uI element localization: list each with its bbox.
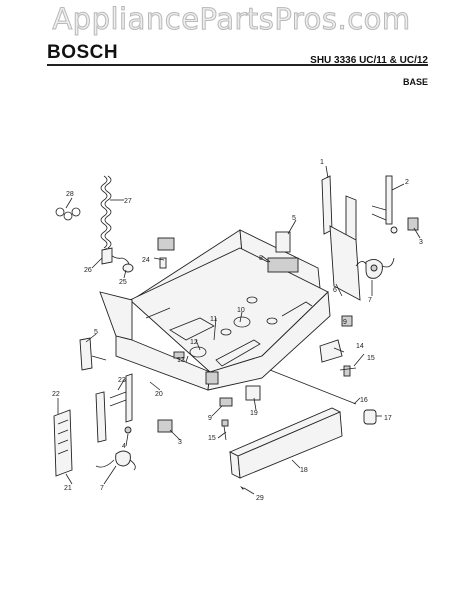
callout-9: 9 — [208, 415, 212, 422]
base-tub — [99, 229, 331, 391]
lower-right-parts — [79, 231, 377, 479]
callout-2: 2 — [405, 179, 409, 186]
callout-23: 23 — [118, 377, 126, 384]
callout-15: 15 — [367, 355, 375, 362]
callout-3: 3 — [178, 439, 182, 446]
callout-26: 26 — [84, 267, 92, 274]
hose-assembly — [55, 175, 175, 273]
callout-12: 12 — [190, 339, 198, 346]
callout-22: 22 — [52, 391, 60, 398]
callout-6: 6 — [333, 287, 337, 294]
callout-28: 28 — [66, 191, 74, 198]
left-side-parts — [53, 373, 136, 477]
callout-8: 8 — [259, 255, 263, 262]
watermark: AppliancePartsPros.com — [52, 2, 411, 37]
callout-18: 18 — [300, 467, 308, 474]
callout-29: 29 — [256, 495, 264, 502]
callout-20: 20 — [155, 391, 163, 398]
header-rule — [47, 64, 428, 66]
callout-15: 15 — [208, 435, 216, 442]
right-bracket-assembly — [321, 175, 419, 301]
callout-21: 21 — [64, 485, 72, 492]
callout-25: 25 — [119, 279, 127, 286]
callout-5: 5 — [292, 215, 296, 222]
callout-16: 16 — [360, 397, 368, 404]
callout-13: 13 — [177, 357, 185, 364]
callout-14: 14 — [356, 343, 364, 350]
brand-logo: BOSCH — [47, 42, 119, 63]
callouts: 1 2 3 3 4 5 5 6 7 7 8 9 9 10 11 12 13 14… — [52, 159, 423, 502]
callout-24: 24 — [142, 257, 150, 264]
callout-1: 1 — [320, 159, 324, 166]
callout-5: 5 — [94, 329, 98, 336]
callout-4: 4 — [122, 443, 126, 450]
callout-19: 19 — [250, 410, 258, 417]
callout-9: 9 — [343, 319, 347, 326]
callout-27: 27 — [124, 198, 132, 205]
section-title: BASE — [402, 77, 428, 87]
callout-10: 10 — [237, 307, 245, 314]
callout-7: 7 — [100, 485, 104, 492]
callout-17: 17 — [384, 415, 392, 422]
leader-lines — [57, 165, 421, 495]
callout-3: 3 — [419, 239, 423, 246]
callout-11: 11 — [210, 316, 217, 323]
model-number: SHU 3336 UC/11 & UC/12 — [310, 55, 428, 66]
callout-7: 7 — [368, 297, 372, 304]
